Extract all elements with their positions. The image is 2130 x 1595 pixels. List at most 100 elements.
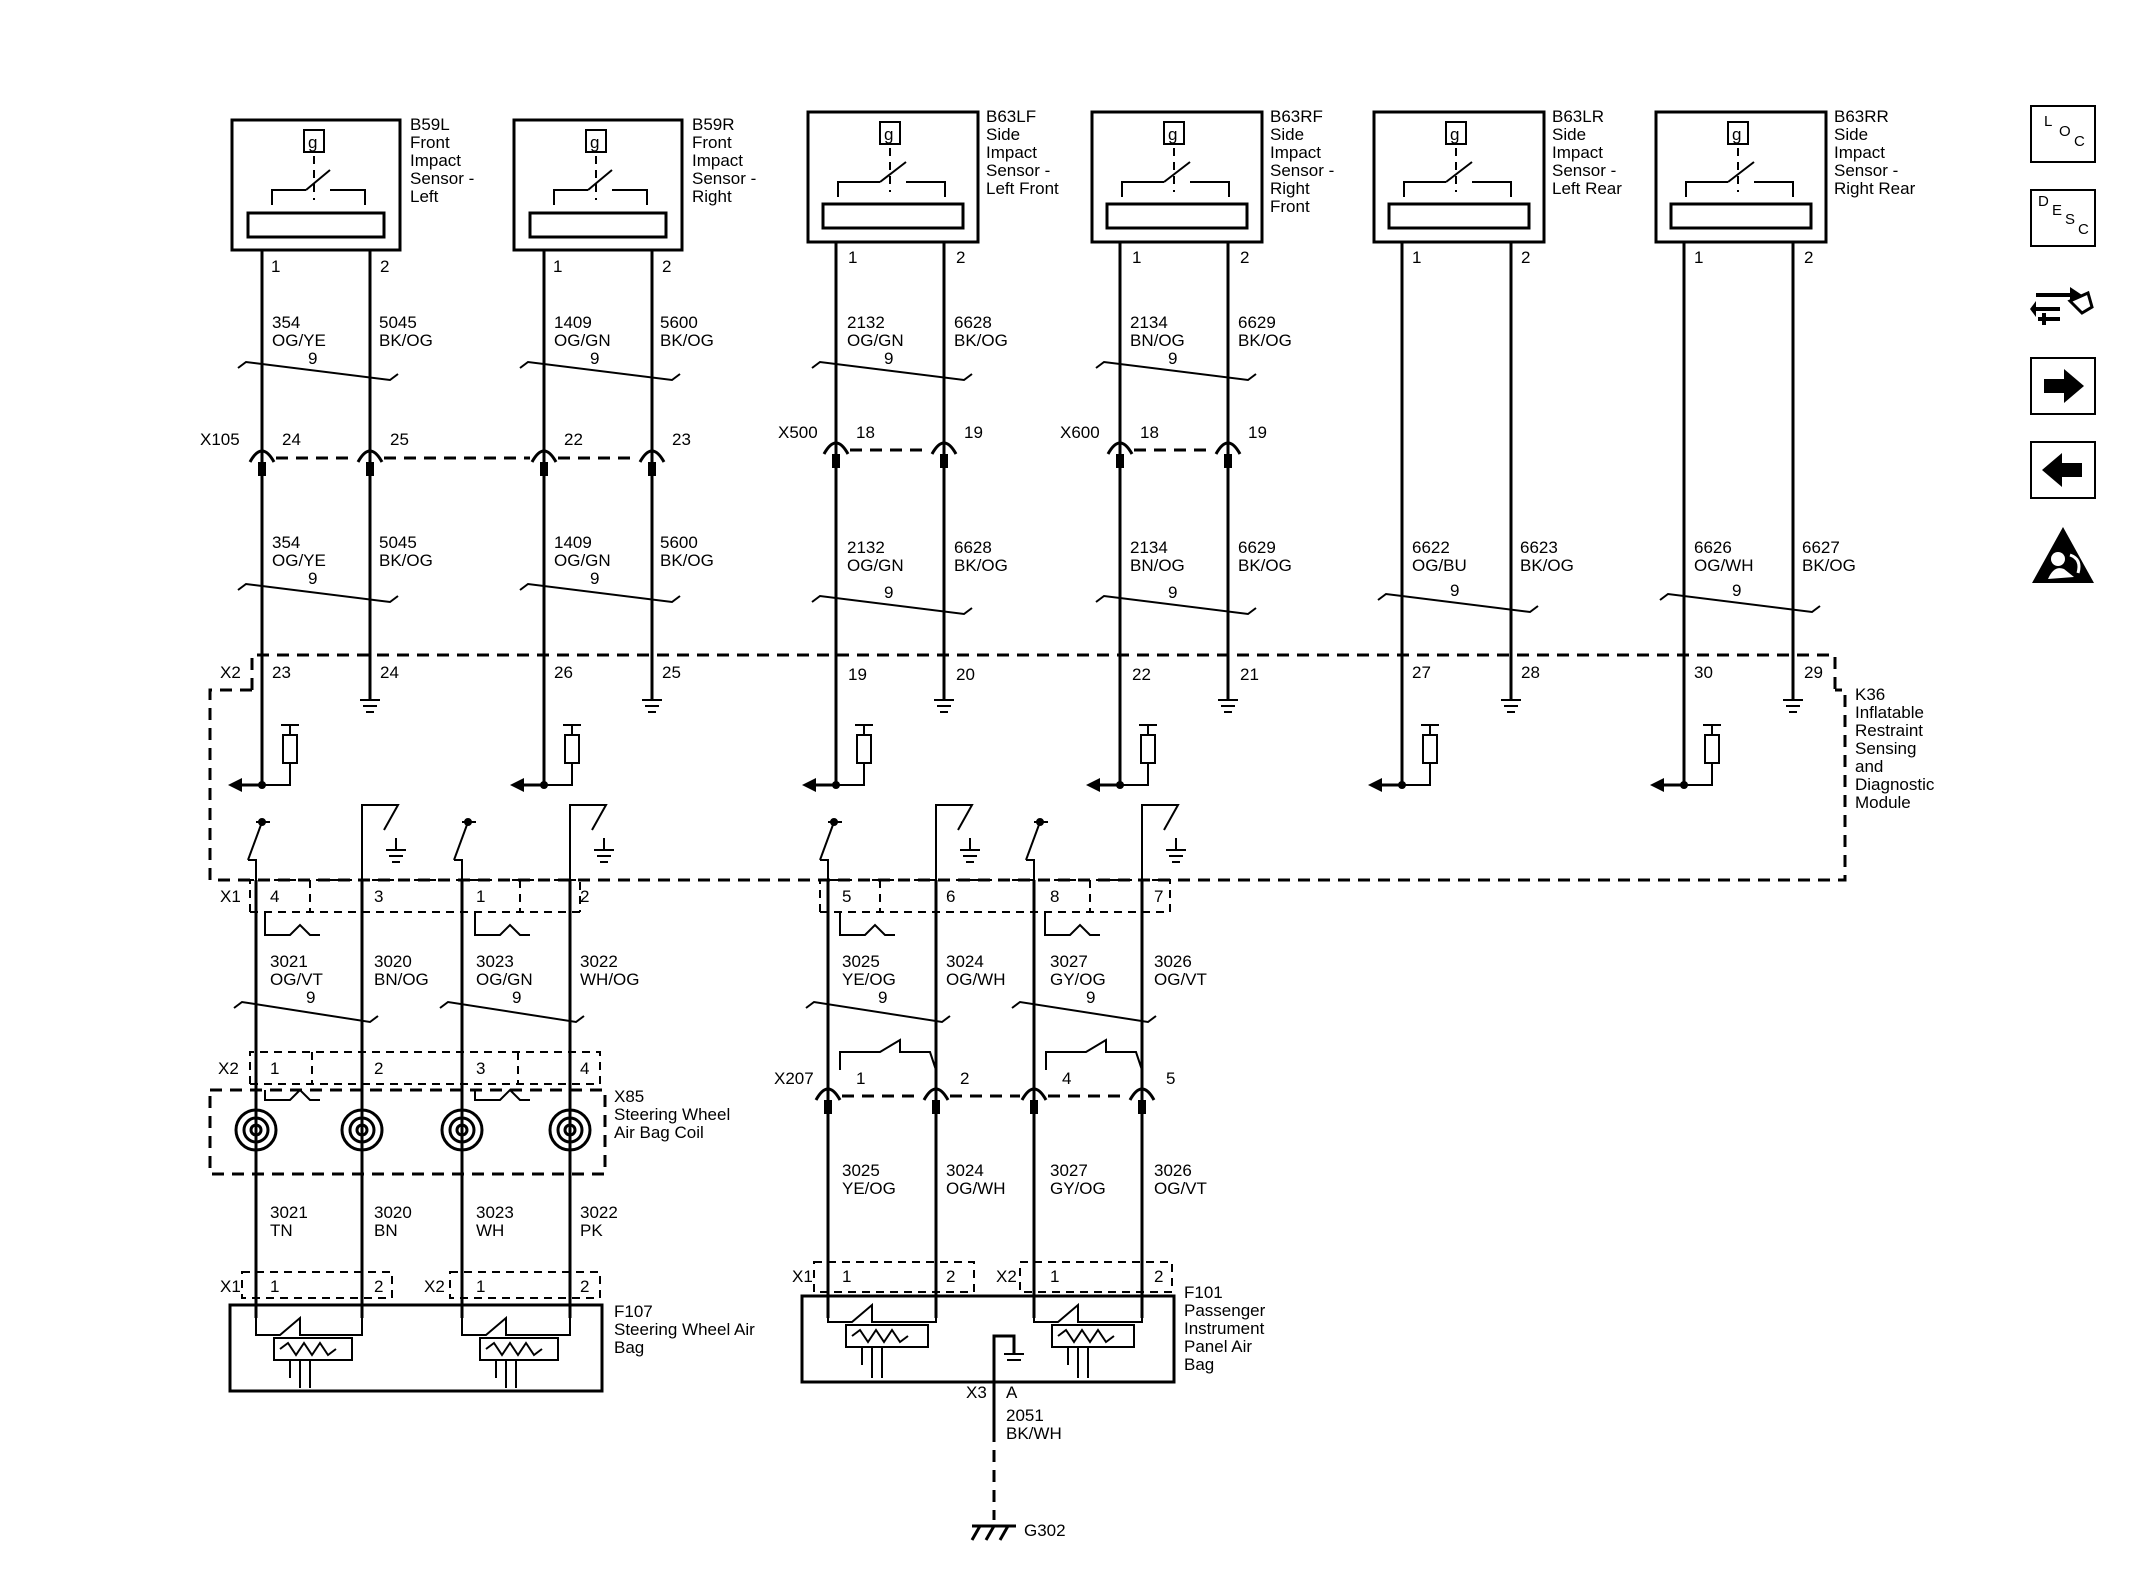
connector-x500[interactable]: X500 18 19 (778, 423, 983, 468)
lower-wires (254, 880, 1144, 1318)
sensor-b63rr[interactable]: g B63RR Side Impact Sensor - Right Rear … (1654, 107, 1916, 267)
svg-text:3022: 3022 (580, 1203, 618, 1222)
svg-text:1409: 1409 (554, 313, 592, 332)
svg-text:Left Front: Left Front (986, 179, 1059, 198)
svg-text:2: 2 (662, 257, 671, 276)
svg-text:2: 2 (1804, 248, 1813, 267)
svg-text:1: 1 (476, 887, 485, 906)
svg-text:WH: WH (476, 1221, 504, 1240)
svg-text:OG/WH: OG/WH (1694, 556, 1754, 575)
svg-text:Bag: Bag (614, 1338, 644, 1357)
svg-text:3021: 3021 (270, 1203, 308, 1222)
svg-text:Passenger: Passenger (1184, 1301, 1266, 1320)
svg-text:1: 1 (270, 1059, 279, 1078)
svg-text:5045: 5045 (379, 313, 417, 332)
svg-text:Instrument: Instrument (1184, 1319, 1265, 1338)
svg-text:X2: X2 (996, 1267, 1017, 1286)
location-button[interactable]: L O C (2030, 105, 2096, 163)
svg-text:3026: 3026 (1154, 1161, 1192, 1180)
description-button[interactable]: D E S C (2030, 189, 2096, 247)
svg-text:30: 30 (1694, 663, 1713, 682)
svg-text:GY/OG: GY/OG (1050, 1179, 1106, 1198)
svg-text:BK/OG: BK/OG (954, 556, 1008, 575)
svg-text:Front: Front (692, 133, 732, 152)
connector-x1-module[interactable]: X1 4 3 1 2 5 6 8 7 (220, 879, 1171, 936)
svg-text:19: 19 (1248, 423, 1267, 442)
svg-text:24: 24 (380, 663, 399, 682)
svg-text:4: 4 (270, 887, 279, 906)
svg-text:B63RF: B63RF (1270, 107, 1323, 126)
connector-tool-icon (2030, 287, 2094, 325)
svg-text:BK/OG: BK/OG (379, 551, 433, 570)
svg-text:9: 9 (884, 583, 893, 602)
svg-text:354: 354 (272, 533, 300, 552)
svg-text:3: 3 (374, 887, 383, 906)
svg-text:3027: 3027 (1050, 952, 1088, 971)
svg-text:2: 2 (1154, 1267, 1163, 1286)
svg-text:2134: 2134 (1130, 538, 1168, 557)
navigation-sidebar: L O C D E S C (2030, 105, 2110, 609)
coil-x85[interactable]: X2 1 2 3 4 X85 Steering Wheel Air Bag Co… (208, 1051, 730, 1176)
svg-text:Panel Air: Panel Air (1184, 1337, 1252, 1356)
arrow-left-icon (2042, 453, 2082, 487)
svg-text:OG/VT: OG/VT (1154, 970, 1207, 989)
svg-text:25: 25 (390, 430, 409, 449)
desc-letter: C (2078, 221, 2089, 238)
svg-text:BK/OG: BK/OG (379, 331, 433, 350)
svg-text:Side: Side (1834, 125, 1868, 144)
svg-text:9: 9 (512, 988, 521, 1007)
connector-x207[interactable]: X207 1 2 4 5 (774, 1038, 1175, 1114)
svg-text:Bag: Bag (1184, 1355, 1214, 1374)
svg-text:B63LR: B63LR (1552, 107, 1604, 126)
module-k36[interactable]: X2 23 24 26 25 19 20 22 21 27 28 30 29 K… (208, 653, 1935, 882)
previous-page-button[interactable] (2030, 441, 2096, 499)
svg-text:Sensor -: Sensor - (692, 169, 756, 188)
svg-text:G302: G302 (1024, 1521, 1066, 1540)
svg-text:9: 9 (590, 569, 599, 588)
sensor-b63lf[interactable]: g B63LF Side Impact Sensor - Left Front … (806, 107, 1059, 267)
svg-text:B63LF: B63LF (986, 107, 1036, 126)
svg-text:Steering Wheel: Steering Wheel (614, 1105, 730, 1124)
svg-text:3021: 3021 (270, 952, 308, 971)
svg-text:9: 9 (306, 988, 315, 1007)
upper-wires (260, 242, 1795, 785)
svg-text:Side: Side (1270, 125, 1304, 144)
sensor-b63rf[interactable]: g B63RF Side Impact Sensor - Right Front… (1090, 107, 1334, 267)
svg-text:OG/YE: OG/YE (272, 331, 326, 350)
svg-text:3024: 3024 (946, 952, 984, 971)
airbag-f101[interactable]: X1 X2 1 2 1 2 F101 Passenger Instrument … (792, 1261, 1266, 1430)
svg-text:2132: 2132 (847, 538, 885, 557)
airbag-warning-button[interactable] (2030, 525, 2096, 583)
airbag-f107[interactable]: X1 X2 1 2 1 2 F107 Steering Wheel Air Ba… (220, 1271, 755, 1393)
svg-text:3: 3 (476, 1059, 485, 1078)
svg-text:Impact: Impact (1834, 143, 1885, 162)
svg-text:6627: 6627 (1802, 538, 1840, 557)
svg-text:Impact: Impact (1552, 143, 1603, 162)
connector-tool-button[interactable] (2030, 273, 2096, 331)
svg-text:OG/WH: OG/WH (946, 1179, 1006, 1198)
svg-text:9: 9 (878, 988, 887, 1007)
svg-text:Right: Right (1270, 179, 1310, 198)
svg-text:9: 9 (1086, 988, 1095, 1007)
sensor-b63lr[interactable]: g B63LR Side Impact Sensor - Left Rear 1… (1372, 107, 1622, 267)
svg-text:23: 23 (272, 663, 291, 682)
sensor-b59r[interactable]: g B59R Front Impact Sensor - Right 1 2 (512, 115, 756, 276)
svg-text:X500: X500 (778, 423, 818, 442)
svg-text:1: 1 (1050, 1267, 1059, 1286)
svg-text:X1: X1 (220, 1277, 241, 1296)
svg-text:F107: F107 (614, 1302, 653, 1321)
svg-text:g: g (1732, 125, 1741, 144)
svg-text:23: 23 (672, 430, 691, 449)
svg-text:5: 5 (842, 887, 851, 906)
svg-text:2: 2 (580, 1277, 589, 1296)
svg-text:X1: X1 (220, 887, 241, 906)
next-page-button[interactable] (2030, 357, 2096, 415)
connector-x105[interactable]: X105 24 25 22 23 (200, 430, 691, 476)
svg-text:BK/WH: BK/WH (1006, 1424, 1062, 1443)
svg-text:BN/OG: BN/OG (374, 970, 429, 989)
connector-x600[interactable]: X600 18 19 (1060, 423, 1267, 468)
ground-g302[interactable]: X3 A 2051 BK/WH G302 (966, 1383, 1066, 1541)
svg-text:Right: Right (692, 187, 732, 206)
sensor-b59l[interactable]: g B59L Front Impact Sensor - Left 1 2 (230, 115, 474, 276)
